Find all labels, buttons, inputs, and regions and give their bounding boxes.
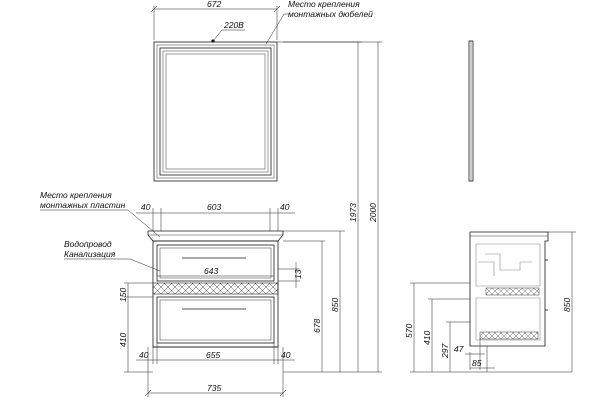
cabinet-height-value: 850 [330,298,340,312]
cabinet-lower-dimensions: 40 655 40 [136,343,295,364]
counter-height-value: 678 [312,319,322,333]
side-horizontal-dimensions: 47 85 [454,338,572,373]
pipes-label-line2: Канализация [64,249,116,259]
cabinet-top-dimensions: 40 603 40 [136,202,295,231]
vanity-side-view [469,231,549,347]
front-right-vertical-dimensions: 678 850 1973 2000 [277,41,382,373]
cabinet-inner-width-value: 603 [207,202,221,212]
plate-mount-label-line2: монтажных пластин [40,200,126,210]
power-label-group: 220В [212,20,245,42]
mirror-width-value: 672 [207,0,221,9]
mirror-top-height-value: 1973 [348,203,358,222]
lower-side-left-value: 40 [139,350,149,360]
overall-width-value: 735 [207,383,221,393]
mirror-width-dimension: 672 [150,0,281,40]
overall-width-dimension: 735 [144,347,287,397]
vanity-front-view [147,230,284,348]
side-85-value: 85 [472,358,482,368]
lower-side-right-value: 40 [281,350,291,360]
drawer-gap-dimension: 13 [278,262,303,288]
mirror-mount-label-group: Место крепления монтажных дюбелей [265,0,373,45]
drawer-width-value: 643 [204,266,218,276]
side-overall-height-dimension: 850 [548,231,576,372]
side-vertical-dimensions: 570 410 297 [404,282,470,373]
pipes-label-line1: Водопровод [64,239,112,249]
mirror-front-view [153,39,278,182]
total-height-value: 2000 [368,203,378,223]
side-47-value: 47 [454,344,464,354]
power-label: 220В [223,20,244,30]
mirror-mount-label-line2: монтажных дюбелей [288,9,373,19]
cabinet-side-right-value: 40 [280,202,290,212]
pipes-label-group: Водопровод Канализация [64,239,161,272]
side-570-value: 570 [404,324,414,338]
drawer-gap-value: 13 [293,269,303,279]
drawer-width-dimension: 643 [157,266,274,277]
plate-mount-label-group: Место крепления монтажных пластин [40,190,161,238]
base-height-value: 410 [118,333,128,347]
side-297-value: 297 [440,344,450,359]
cabinet-left-vertical-dimensions: 150 410 [118,282,153,373]
side-cabinet-height-value: 850 [562,298,572,312]
lower-width-value: 655 [206,350,220,360]
mirror-mount-label-line1: Место крепления [288,0,360,9]
mirror-side-view [468,40,474,182]
cabinet-side-left-value: 40 [141,202,151,212]
drawer-front-height-value: 150 [118,288,128,302]
side-410-value: 410 [422,331,432,345]
plate-mount-label-line1: Место крепления [40,190,112,200]
